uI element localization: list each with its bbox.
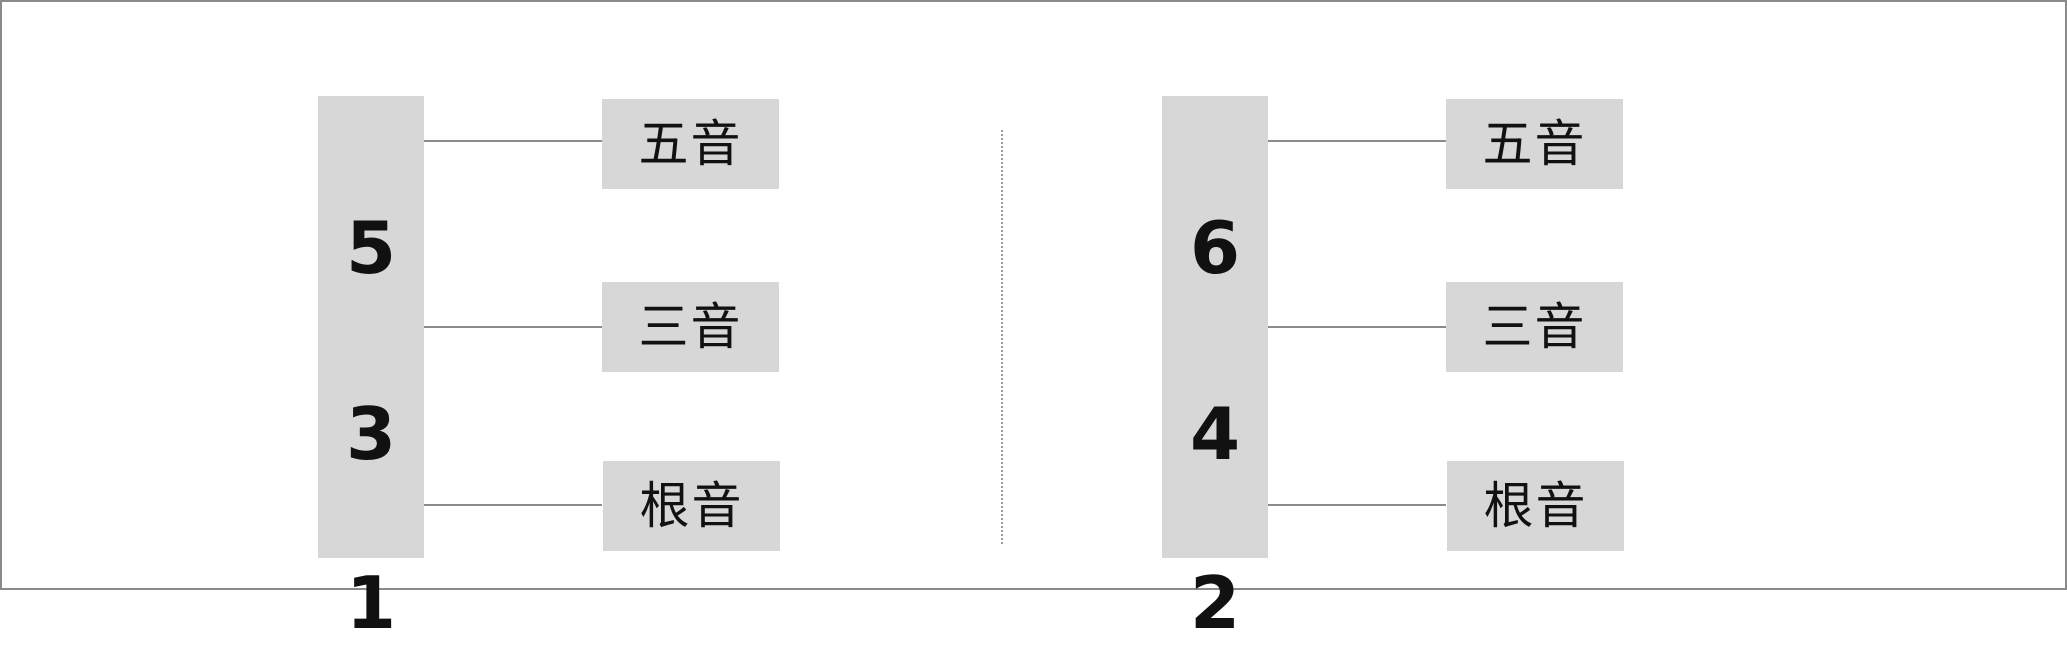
tone-label-third: 三音 <box>638 298 743 356</box>
connector-line-top <box>1268 140 1446 142</box>
tone-box-third: 三音 <box>1446 282 1623 372</box>
connector-line-middle <box>424 326 602 328</box>
degree-number-top: 5 <box>345 206 397 290</box>
degree-number-bottom: 2 <box>1189 561 1241 645</box>
tone-label-fifth: 五音 <box>1482 115 1587 173</box>
dotted-separator <box>1001 130 1003 544</box>
degree-number-middle: 4 <box>1189 392 1241 476</box>
tone-box-third: 三音 <box>602 282 779 372</box>
degree-number-middle: 3 <box>345 392 397 476</box>
tone-box-root: 根音 <box>603 461 780 551</box>
tone-box-fifth: 五音 <box>1446 99 1623 189</box>
tone-label-fifth: 五音 <box>638 115 743 173</box>
connector-line-bottom <box>1268 504 1446 506</box>
tone-label-third: 三音 <box>1482 298 1587 356</box>
connector-line-top <box>424 140 602 142</box>
tone-box-root: 根音 <box>1447 461 1624 551</box>
degree-number-bottom: 1 <box>345 561 397 645</box>
right-chord-diagram: 6 4 2 五音 三音 根音 <box>1000 0 2067 639</box>
degree-number-top: 6 <box>1189 206 1241 290</box>
tone-label-root: 根音 <box>639 477 744 535</box>
left-chord-diagram: 5 3 1 五音 三音 根音 <box>0 0 1000 639</box>
tone-label-root: 根音 <box>1483 477 1588 535</box>
connector-line-middle <box>1268 326 1446 328</box>
degree-number-column: 6 4 2 <box>1162 96 1268 639</box>
degree-number-column: 5 3 1 <box>318 96 424 639</box>
tone-box-fifth: 五音 <box>602 99 779 189</box>
connector-line-bottom <box>424 504 602 506</box>
